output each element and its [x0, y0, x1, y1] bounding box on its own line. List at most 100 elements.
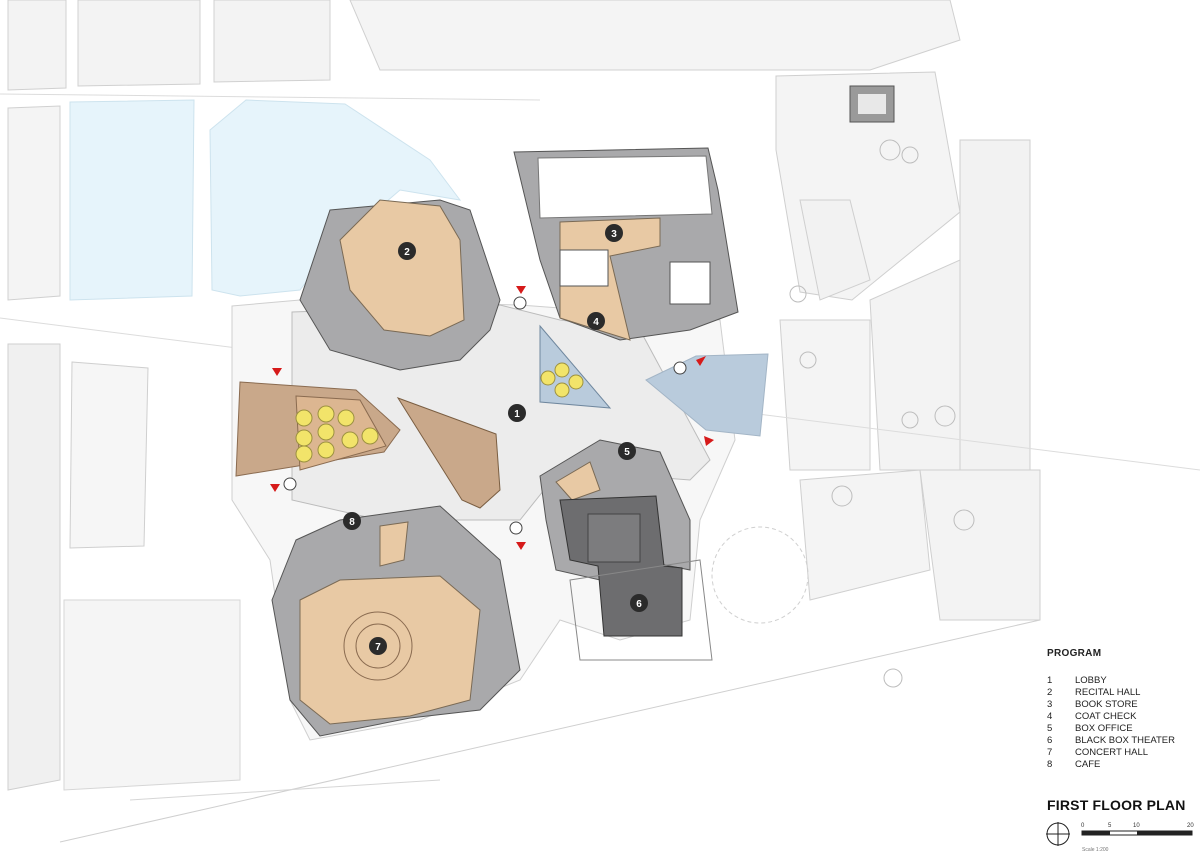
- street-line: [129, 779, 441, 801]
- tree: [295, 429, 313, 447]
- tree: [901, 146, 919, 164]
- site-block: [779, 319, 871, 471]
- entry-marker: [696, 356, 706, 366]
- marker-3: 3: [605, 224, 623, 242]
- book-store-skylight: [669, 261, 711, 305]
- tree: [934, 405, 956, 427]
- entry-marker: [270, 484, 280, 492]
- concert-hall-stage: [355, 623, 401, 669]
- site-block: [63, 599, 241, 791]
- north-arrow-icon: [1046, 822, 1070, 846]
- marker-8-label: 8: [349, 517, 355, 528]
- black-box-outline: [569, 559, 713, 661]
- site-block: [959, 139, 1031, 471]
- tree: [799, 351, 817, 369]
- site-block: [869, 259, 961, 471]
- tree: [953, 509, 975, 531]
- entry-marker: [516, 286, 526, 294]
- revolving-door: [513, 296, 527, 310]
- tree: [554, 382, 570, 398]
- site-context: [0, 0, 1200, 843]
- site-block: [799, 199, 871, 301]
- book-store-skylight: [559, 249, 609, 287]
- legend-title: PROGRAM: [1047, 648, 1102, 659]
- site-trees: [789, 139, 975, 688]
- site-block: [7, 0, 67, 91]
- entrances: [270, 286, 714, 550]
- revolving-door: [673, 361, 687, 375]
- site-block: [919, 469, 1041, 621]
- scale-tick-label: 20: [1187, 823, 1194, 829]
- tree: [879, 139, 901, 161]
- tree: [317, 423, 335, 441]
- marker-4-label: 4: [593, 317, 599, 328]
- marker-8: 8: [343, 512, 361, 530]
- tree: [317, 405, 335, 423]
- site-block: [69, 361, 149, 549]
- tree: [295, 409, 313, 427]
- tree: [361, 427, 379, 445]
- book-store-roof: [537, 155, 713, 219]
- plaza-pool: [645, 353, 769, 437]
- entry-marker: [704, 436, 714, 446]
- marker-7: 7: [369, 637, 387, 655]
- scale-tick-label: 5: [1108, 823, 1112, 829]
- scale-tick-label: 10: [1133, 823, 1140, 829]
- tree: [295, 445, 313, 463]
- scale-bar: [1081, 830, 1193, 836]
- tree: [337, 409, 355, 427]
- central-stair: [396, 397, 501, 509]
- program-markers: 1 2 3 4 5 6 7 8: [343, 224, 648, 655]
- marker-5-label: 5: [624, 447, 630, 458]
- tree: [883, 668, 903, 688]
- site-block: [799, 469, 931, 601]
- tree: [540, 370, 556, 386]
- water-pool: [69, 99, 195, 301]
- site-block: [7, 343, 61, 791]
- pavilion: [858, 94, 886, 114]
- building: [231, 147, 769, 741]
- site-block: [7, 105, 61, 301]
- recital-hall-seating: [339, 199, 465, 337]
- revolving-door: [283, 477, 297, 491]
- tree: [554, 362, 570, 378]
- doors: [283, 296, 687, 535]
- marker-2: 2: [398, 242, 416, 260]
- marker-5: 5: [618, 442, 636, 460]
- concert-hall-foyer: [379, 521, 409, 567]
- site-block: [213, 0, 331, 83]
- marker-3-label: 3: [611, 229, 617, 240]
- street-line: [59, 619, 1041, 843]
- scale-caption: Scale 1:200: [1082, 847, 1109, 853]
- entry-marker: [516, 542, 526, 550]
- tree: [789, 285, 807, 303]
- tree: [341, 431, 359, 449]
- marker-1-label: 1: [514, 409, 520, 420]
- box-office-floor: [555, 461, 601, 501]
- marker-7-label: 7: [375, 642, 381, 653]
- street-line: [0, 93, 541, 101]
- marker-6: 6: [630, 594, 648, 612]
- concert-hall-seating: [299, 575, 481, 725]
- entry-marker: [272, 368, 282, 376]
- plan-title: FIRST FLOOR PLAN: [1047, 797, 1186, 813]
- concert-hall-stage: [343, 611, 413, 681]
- revolving-door: [509, 521, 523, 535]
- tree: [568, 374, 584, 390]
- marker-6-label: 6: [636, 599, 642, 610]
- book-store-floor: [559, 217, 661, 341]
- site-block: [349, 0, 961, 71]
- tree: [317, 441, 335, 459]
- tree: [901, 411, 919, 429]
- marker-2-label: 2: [404, 247, 410, 258]
- black-box-seating: [587, 513, 641, 563]
